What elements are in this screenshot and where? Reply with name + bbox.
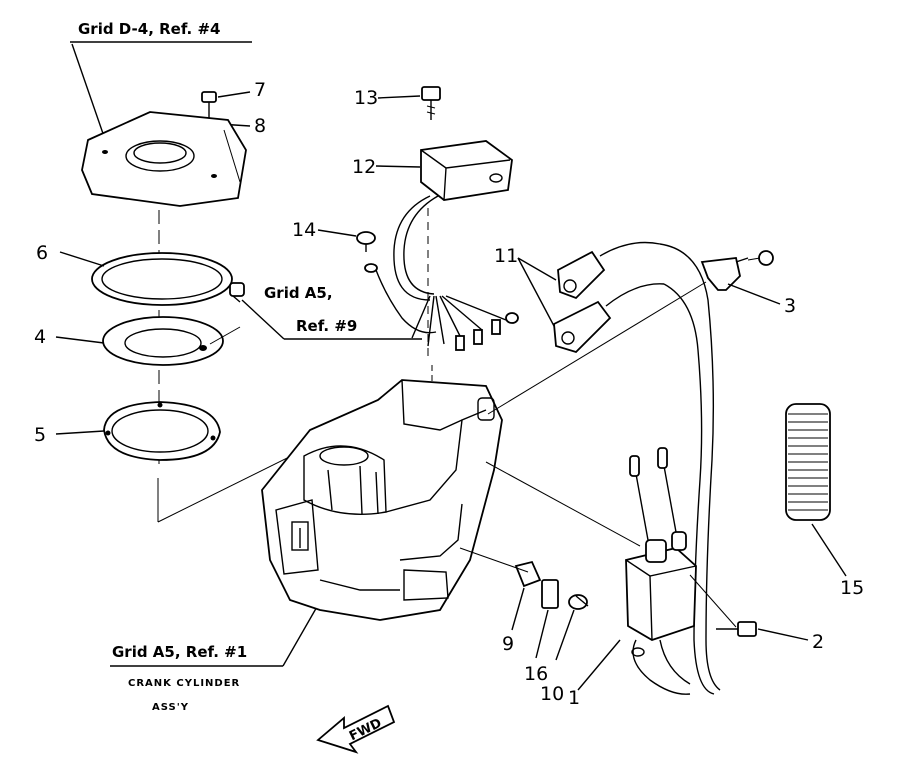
leader-10 — [555, 609, 575, 661]
module-part-12 — [393, 140, 519, 362]
bolt-part-2 — [716, 621, 757, 637]
callout-grid-a5-line2: Ref. #9 — [296, 317, 357, 335]
crank-cylinder-assembly — [261, 365, 503, 621]
callout-grid-a5-ref1: Grid A5, Ref. #1 — [112, 643, 247, 661]
align-line — [459, 547, 529, 573]
leader-1 — [577, 639, 621, 691]
small-bolt-ref-9 — [229, 282, 245, 303]
leader-4 — [55, 336, 105, 344]
part-number-16: 16 — [524, 663, 548, 685]
coil-part-1 — [625, 447, 697, 695]
align-line — [485, 461, 641, 547]
plate-part-4 — [102, 316, 224, 366]
leader-2 — [757, 628, 809, 641]
callout-grid-a5-line1: Grid A5, — [264, 284, 333, 302]
part-number-7: 7 — [254, 79, 266, 101]
leader-13 — [377, 95, 421, 99]
part-number-2: 2 — [812, 631, 824, 653]
part-number-9: 9 — [502, 633, 514, 655]
clip-part-9 — [514, 560, 542, 588]
part-number-5: 5 — [34, 424, 46, 446]
screw-part-14 — [356, 231, 437, 334]
part-number-3: 3 — [784, 295, 796, 317]
forward-arrow-icon: FWD — [316, 704, 396, 754]
block-part-16 — [541, 579, 559, 609]
screw-part-10 — [568, 594, 589, 610]
leader-11 — [517, 257, 555, 327]
leader-11 — [517, 257, 557, 281]
leader-plate — [209, 326, 241, 345]
leader-16 — [535, 609, 549, 659]
part-number-8: 8 — [254, 115, 266, 137]
part-number-10: 10 — [540, 683, 564, 705]
gasket-part-5 — [103, 401, 221, 461]
clamp-part-3 — [700, 250, 774, 291]
leader-14 — [317, 229, 357, 237]
align-line — [689, 574, 737, 628]
cover-plate — [81, 111, 247, 207]
leader-15 — [811, 523, 847, 577]
bolt-part-7 — [201, 91, 217, 118]
leader-5 — [55, 430, 105, 435]
leader-9 — [511, 587, 525, 631]
sleeve-part-15 — [785, 403, 831, 521]
ignition-leads — [659, 243, 721, 695]
part-number-13: 13 — [354, 87, 378, 109]
assy-label: ASS'Y — [152, 702, 189, 713]
align-line — [487, 281, 707, 415]
part-number-14: 14 — [292, 219, 316, 241]
part-number-12: 12 — [352, 156, 376, 178]
part-number-6: 6 — [36, 242, 48, 264]
crank-cylinder-label: CRANK CYLINDER — [128, 678, 240, 689]
callout-leader — [241, 299, 285, 340]
part-number-1: 1 — [568, 687, 580, 709]
leader-7 — [217, 91, 251, 98]
part-number-15: 15 — [840, 577, 864, 599]
callout-grid-d4: Grid D-4, Ref. #4 — [78, 20, 220, 38]
callout-leader — [71, 43, 109, 149]
plug-cap-part-11 — [553, 241, 665, 354]
ring-part-6 — [91, 252, 233, 306]
bolt-part-13 — [421, 86, 441, 120]
leader-6 — [59, 251, 105, 267]
callout-leader — [282, 604, 319, 667]
leader-3 — [727, 283, 781, 305]
leader-12 — [375, 165, 421, 168]
part-number-11: 11 — [494, 245, 518, 267]
part-number-4: 4 — [34, 326, 46, 348]
